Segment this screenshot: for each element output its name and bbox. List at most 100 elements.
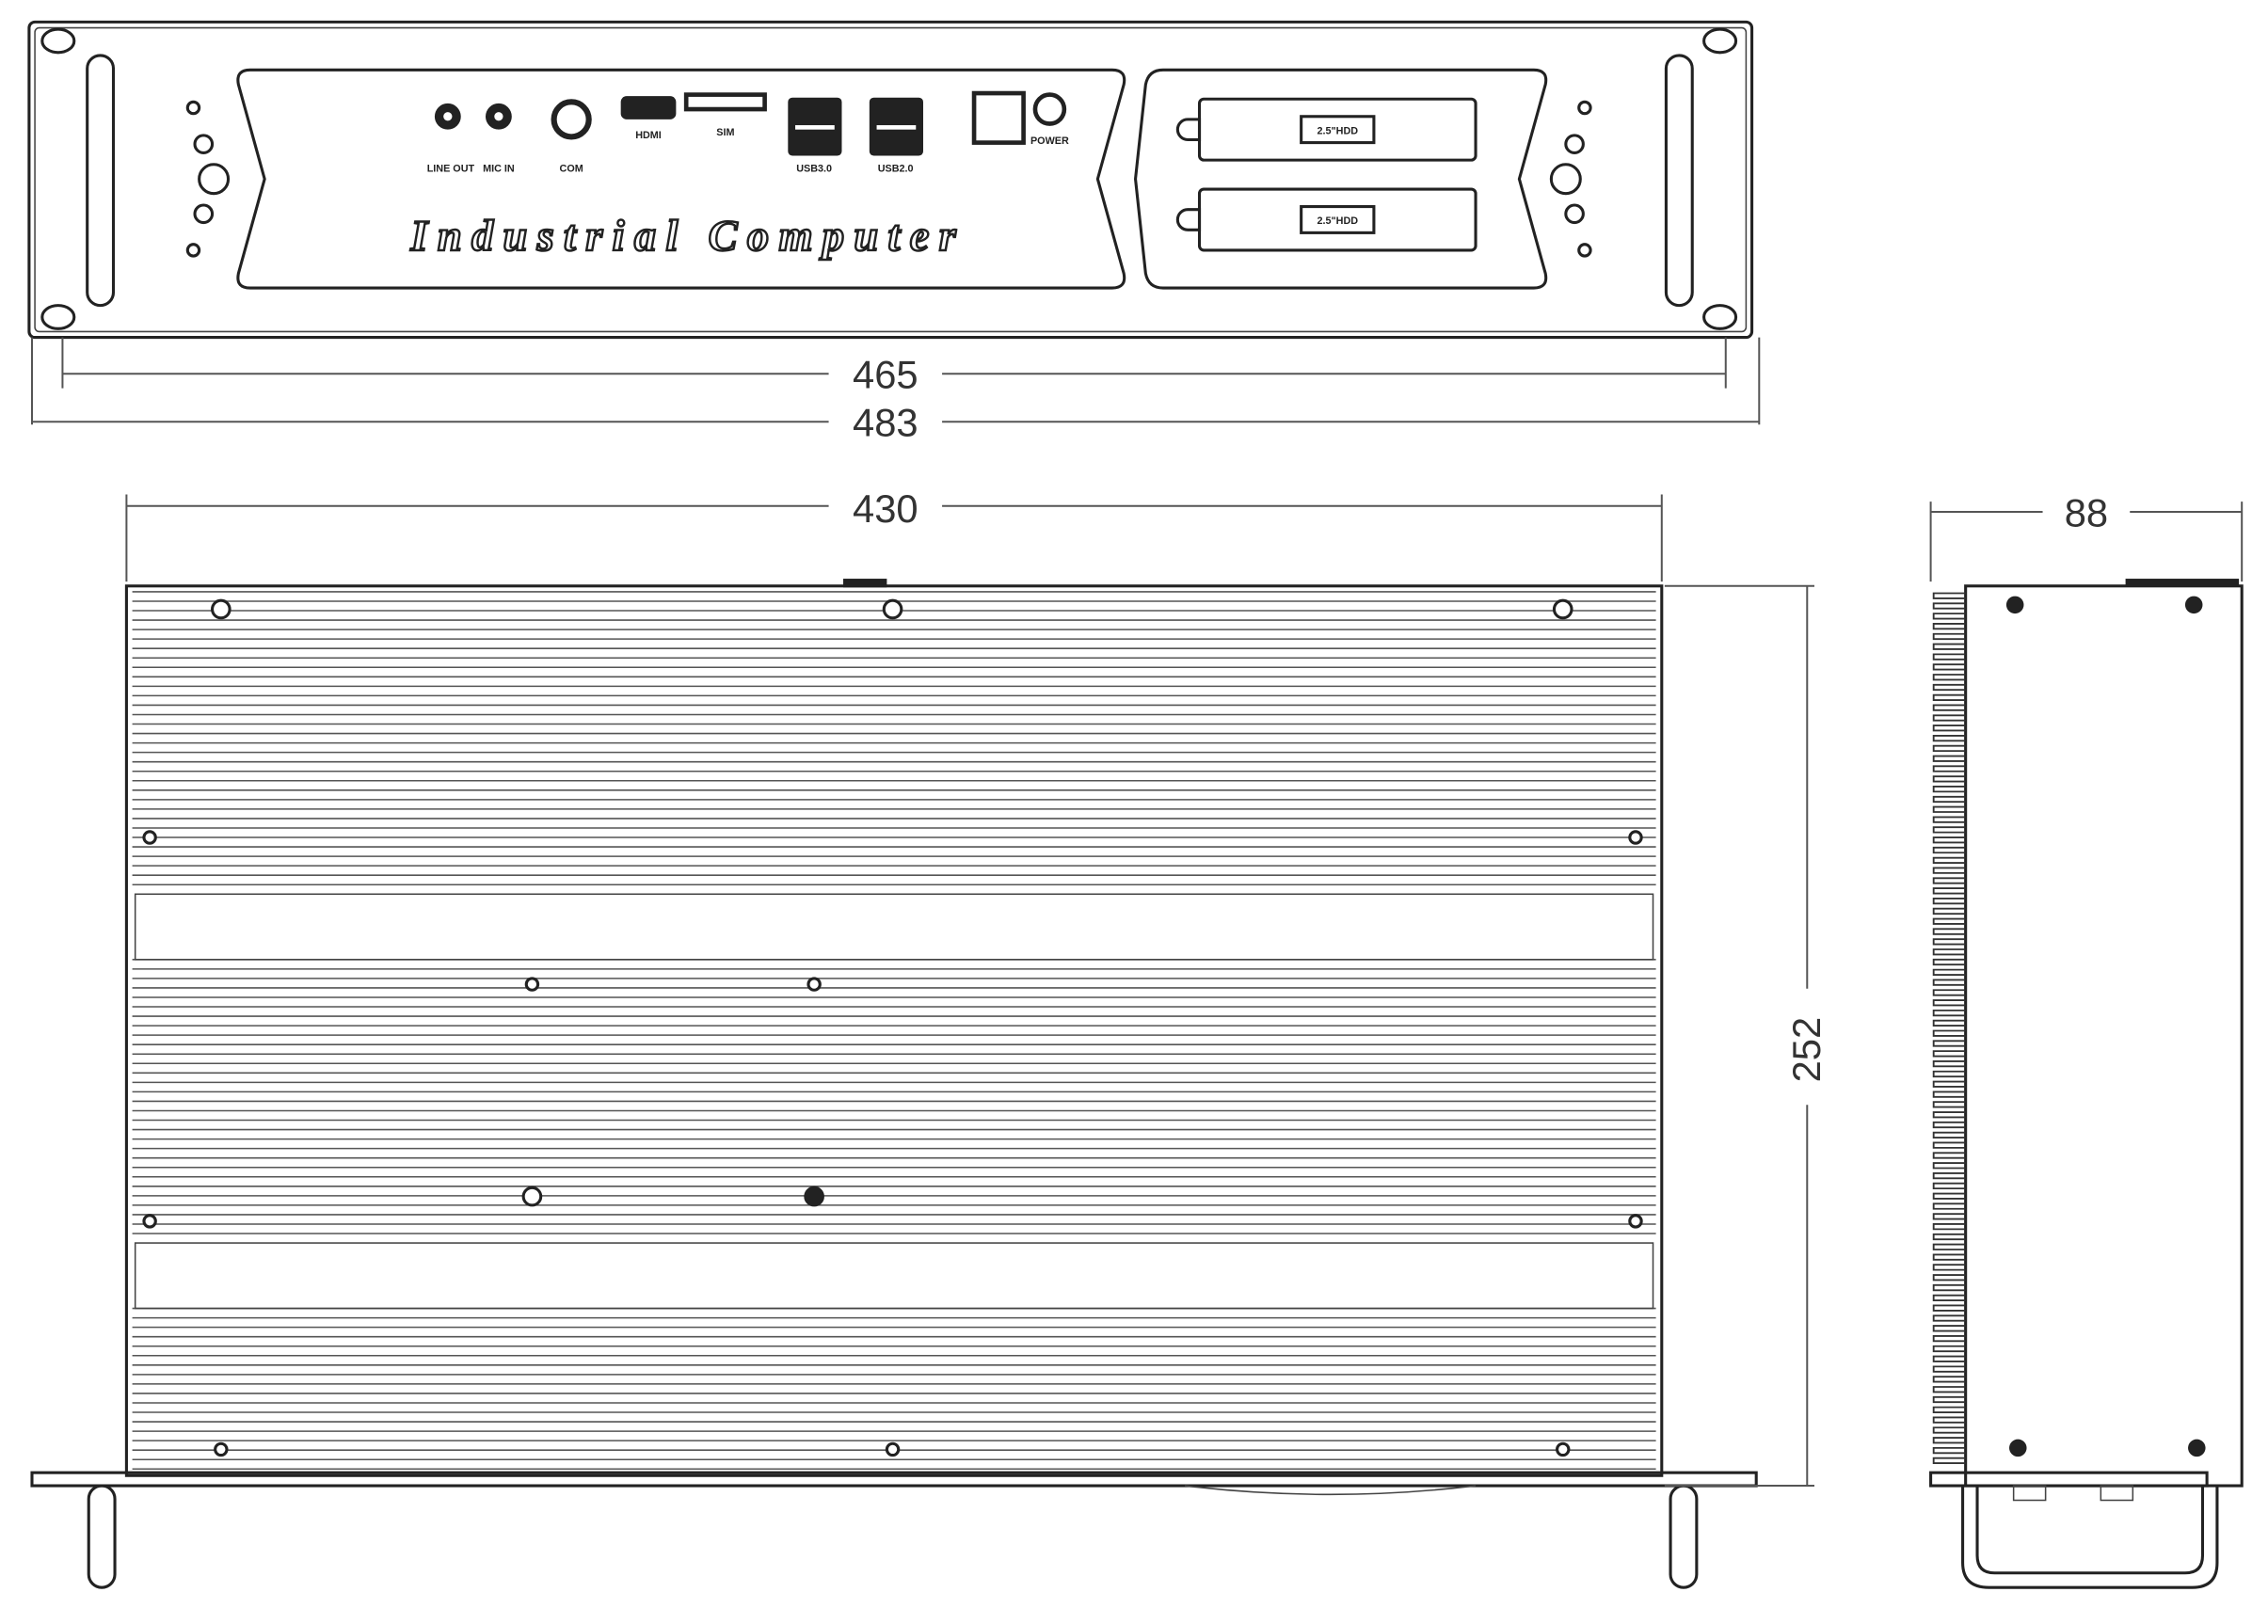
side-fin <box>1932 1192 1966 1200</box>
side-fin <box>1932 999 1966 1007</box>
right-rack-handle <box>1664 54 1694 308</box>
side-fin <box>1932 1131 1966 1138</box>
drive-bay-2: 2.5"HDD <box>1175 187 1477 252</box>
side-fin <box>1932 907 1966 915</box>
side-fin <box>1932 1325 1966 1332</box>
side-fin <box>1932 1070 1966 1078</box>
side-fin <box>1932 674 1966 681</box>
side-fin <box>1932 786 1966 793</box>
side-fin <box>1932 1121 1966 1129</box>
side-fin <box>1932 928 1966 935</box>
front-view: LINE OUT MIC IN COM HDMI SIM USB3.0 USB2… <box>27 20 1754 340</box>
mounting-plate <box>30 1471 1758 1488</box>
side-fin <box>1932 1345 1966 1353</box>
side-fin <box>1932 989 1966 996</box>
svg-text:252: 252 <box>1784 1017 1829 1083</box>
side-fin <box>1932 1040 1966 1047</box>
side-fin <box>1932 1060 1966 1068</box>
side-fin <box>1932 683 1966 692</box>
hdmi-label: HDMI <box>635 130 662 141</box>
side-fin <box>1932 1283 1966 1292</box>
side-fin <box>1932 714 1966 722</box>
left-handle <box>87 1484 117 1589</box>
mic-in-label: MIC IN <box>483 163 515 174</box>
side-fin <box>1932 744 1966 753</box>
drive-bay-1: 2.5"HDD <box>1175 97 1477 162</box>
usb2-label: USB2.0 <box>878 163 914 174</box>
side-fin <box>1932 1416 1966 1424</box>
hdmi-port <box>620 96 677 119</box>
side-fin <box>1932 958 1966 966</box>
side-fin <box>1932 1009 1966 1017</box>
side-fin <box>1932 1111 1966 1119</box>
side-fin <box>1932 643 1966 650</box>
side-fin <box>1932 663 1966 671</box>
side-fin <box>1932 805 1966 813</box>
side-fin <box>1932 1304 1966 1312</box>
side-fin <box>1932 613 1966 620</box>
side-fin <box>1932 724 1966 732</box>
side-fin <box>1932 1395 1966 1404</box>
side-fin <box>1932 1050 1966 1058</box>
side-fin <box>1932 1101 1966 1108</box>
side-fin <box>1932 734 1966 742</box>
side-fin <box>1932 948 1966 956</box>
usb3-label: USB3.0 <box>796 163 832 174</box>
left-rack-handle <box>86 54 116 308</box>
side-fin <box>1932 693 1966 701</box>
side-fin <box>1932 795 1966 804</box>
side-fin <box>1932 1182 1966 1190</box>
side-fin <box>1932 938 1966 946</box>
sim-slot <box>683 92 767 112</box>
side-fin <box>1932 1202 1966 1210</box>
right-handle <box>1669 1484 1699 1589</box>
side-fin <box>1932 1386 1966 1393</box>
terminal-block <box>971 90 1026 145</box>
side-fin <box>1932 816 1966 823</box>
side-fin <box>1932 877 1966 884</box>
side-fin <box>1932 846 1966 854</box>
top-view: 430 <box>30 486 1758 1589</box>
side-fin <box>1932 836 1966 844</box>
side-fin <box>1932 968 1966 976</box>
side-fin <box>1932 704 1966 711</box>
side-fin <box>1932 623 1966 630</box>
side-fin <box>1932 1162 1966 1170</box>
side-fin <box>1932 856 1966 864</box>
product-title: Industrial Computer <box>409 213 956 261</box>
side-fin <box>1932 775 1966 783</box>
side-fin <box>1932 917 1966 925</box>
drive-bay-panel <box>1133 68 1548 290</box>
side-fin <box>1932 1233 1966 1241</box>
side-fin <box>1932 1213 1966 1220</box>
power-button <box>1032 92 1067 126</box>
side-fin <box>1932 1437 1966 1444</box>
side-fin <box>1932 1171 1966 1180</box>
side-fin <box>1932 1243 1966 1250</box>
side-fin <box>1932 765 1966 772</box>
dimension-88: 88 <box>2065 490 2108 534</box>
drive-bay-2-label: 2.5"HDD <box>1318 215 1359 227</box>
side-fin <box>1932 887 1966 895</box>
side-fin <box>1932 1446 1966 1455</box>
drive-bay-1-label: 2.5"HDD <box>1318 125 1359 136</box>
dimension-252: 252 <box>1664 584 1829 1488</box>
side-fin <box>1932 1376 1966 1383</box>
side-fin <box>1932 1019 1966 1027</box>
side-fin <box>1932 1314 1966 1322</box>
side-handle <box>1961 1486 2219 1589</box>
side-view: 88 <box>1929 490 2244 1589</box>
side-fin <box>1932 826 1966 834</box>
side-fin <box>1932 602 1966 610</box>
side-fin <box>1932 653 1966 661</box>
side-fin <box>1932 1426 1966 1434</box>
com-label: COM <box>560 163 583 174</box>
side-fin <box>1932 755 1966 762</box>
side-fin <box>1932 1080 1966 1088</box>
side-fin <box>1932 1091 1966 1098</box>
side-fin <box>1932 1223 1966 1231</box>
side-fin <box>1932 1141 1966 1149</box>
svg-text:483: 483 <box>853 401 918 445</box>
side-fin <box>1932 1365 1966 1373</box>
